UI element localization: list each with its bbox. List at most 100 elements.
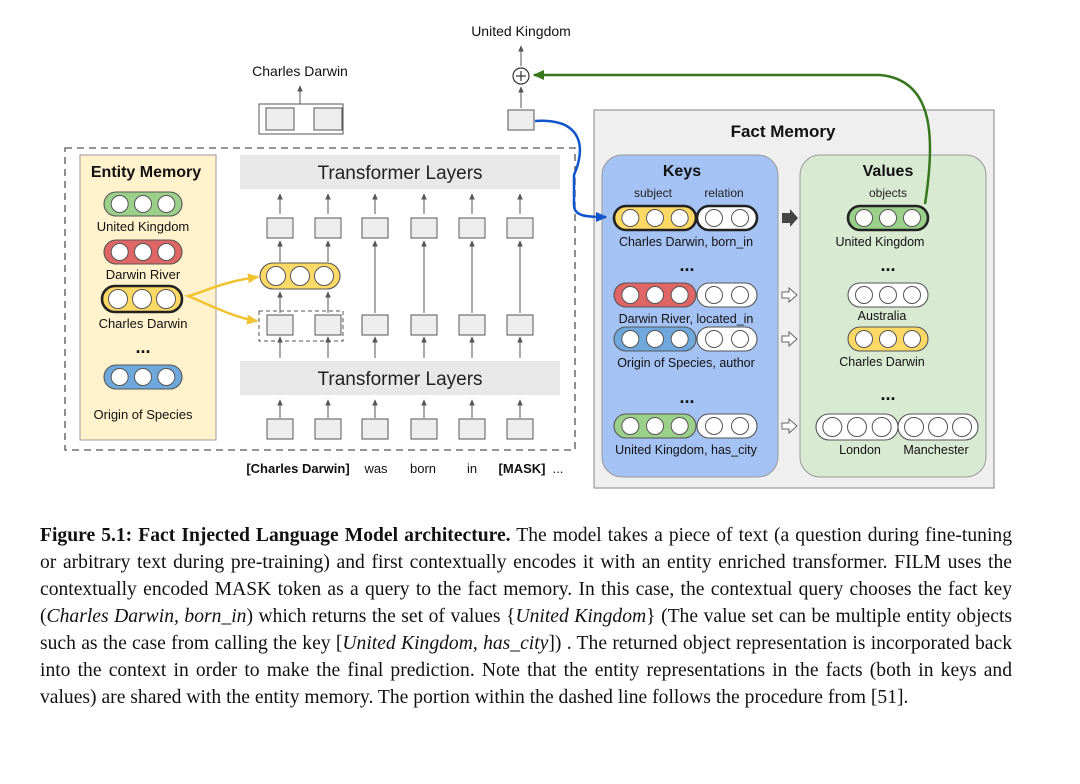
- value-pill-manchester-circle: [952, 417, 972, 437]
- entity-pill-united-kingdom: [103, 191, 183, 217]
- key-subject-pill-circle: [621, 209, 640, 227]
- transformer-layers-bottom: [240, 361, 560, 395]
- key-relation-pill-circle: [705, 209, 723, 227]
- top-output-label: United Kingdom: [471, 23, 571, 39]
- mid-entity-embedding-circle: [266, 266, 286, 286]
- value-pill-united-kingdom: [846, 204, 930, 232]
- entity-pill-darwin-river-circle: [157, 243, 176, 261]
- value-pill-australia: [847, 282, 929, 308]
- key-subject-pill-circle: [646, 286, 664, 304]
- upper-token-box: [506, 217, 534, 239]
- keys-relation-label: relation: [704, 186, 743, 200]
- value-pill-london-circle: [822, 417, 843, 437]
- entity-label-charles-darwin: Charles Darwin: [99, 316, 188, 331]
- key-relation-pill: [696, 413, 758, 439]
- value-pill-australia-circle: [879, 286, 897, 304]
- value-label-australia: Australia: [858, 309, 907, 323]
- entity-pill-origin-of-species-circle: [134, 368, 152, 386]
- entity-ellipsis: ...: [135, 337, 150, 357]
- darwin-output-token-1: [265, 107, 295, 131]
- values-objects-label: objects: [869, 186, 907, 200]
- key-subject-pill-circle: [670, 286, 689, 304]
- key-relation-pill: [696, 282, 758, 308]
- entity-memory-title: Entity Memory: [91, 164, 201, 181]
- key-relation-pill-circle: [731, 209, 749, 227]
- mid-token-box: [314, 314, 342, 336]
- key-subject-pill: [612, 204, 698, 232]
- caption-italic-2: United Kingdom: [515, 606, 647, 627]
- key-to-value-arrow-hollow: [781, 417, 798, 435]
- input-token-box: [458, 418, 486, 440]
- entity-label-origin-of-species: Origin of Species: [94, 407, 193, 422]
- mid-token-box: [410, 314, 438, 336]
- mid-entity-embedding-circle: [290, 266, 310, 286]
- key-label: Origin of Species, author: [617, 356, 755, 370]
- caption-text-4: ]) . The returned object representation …: [40, 633, 1012, 708]
- key-subject-pill-circle: [670, 330, 689, 348]
- key-subject-pill-circle: [621, 330, 640, 348]
- key-to-value-arrow-hollow: [781, 330, 798, 348]
- value-pill-london-circle: [871, 417, 892, 437]
- entity-span-dashed-box: [258, 310, 344, 342]
- caption-text-3: } (The value set can be multiple entity …: [40, 606, 1013, 654]
- entity-pill-origin-of-species-circle: [157, 368, 176, 386]
- entity-label-united-kingdom: United Kingdom: [97, 219, 190, 234]
- entity-pill-origin-of-species: [103, 364, 183, 390]
- entity-label-darwin-river: Darwin River: [106, 267, 181, 282]
- value-pill-manchester-circle: [904, 417, 924, 437]
- key-subject-pill: [613, 282, 697, 308]
- entity-pill-united-kingdom-circle: [157, 195, 176, 213]
- transformer-bottom-label: Transformer Layers: [317, 369, 482, 390]
- upper-token-box: [410, 217, 438, 239]
- key-relation-pill-circle: [705, 330, 723, 348]
- value-pill-london-circle: [847, 417, 867, 437]
- mask-output-token: [507, 109, 535, 131]
- key-relation-pill-circle: [731, 286, 749, 304]
- key-relation-pill-circle: [705, 417, 723, 435]
- entity-pill-darwin-river-circle: [110, 243, 129, 261]
- key-to-value-arrow-solid: [782, 209, 798, 227]
- fact-memory-title: Fact Memory: [731, 122, 836, 141]
- value-pill-united-kingdom-circle: [903, 209, 921, 227]
- value-pill-manchester: [897, 413, 979, 441]
- keys-subject-label: subject: [634, 186, 673, 200]
- mid-entity-embedding-circle: [314, 266, 334, 286]
- dashed-region: [64, 147, 576, 451]
- key-subject-pill-circle: [646, 209, 664, 227]
- value-pill-united-kingdom-circle: [855, 209, 873, 227]
- value-pill-charles-darwin-circle: [855, 330, 873, 348]
- input-token-label: was: [363, 461, 388, 476]
- value-pill-charles-darwin: [847, 326, 929, 352]
- value-pill-charles-darwin-circle: [879, 330, 897, 348]
- values-panel: [799, 154, 987, 478]
- values-title: Values: [863, 163, 914, 180]
- key-label: Darwin River, located_in: [619, 312, 754, 326]
- caption-label: Figure 5.1:: [40, 525, 133, 546]
- key-subject-pill: [613, 413, 697, 439]
- key-subject-pill-circle: [670, 417, 689, 435]
- key-relation-pill-circle: [731, 417, 749, 435]
- upper-token-box: [458, 217, 486, 239]
- transformer-layers-top: [240, 155, 560, 189]
- key-to-value-arrow-hollow: [781, 286, 798, 304]
- key-subject-pill-circle: [646, 417, 664, 435]
- green-arrow-value-to-plus: [532, 70, 932, 205]
- key-relation-pill-circle: [731, 330, 749, 348]
- key-relation-pill: [696, 326, 758, 352]
- blue-arrow-query-to-key: [534, 119, 608, 222]
- input-token-label: [Charles Darwin]: [246, 461, 349, 476]
- entity-pill-darwin-river: [103, 239, 183, 265]
- value-pill-london: [815, 413, 899, 441]
- value-label-london: London: [839, 443, 881, 457]
- entity-pill-charles-darwin: [100, 284, 184, 314]
- entity-pill-united-kingdom-circle: [110, 195, 129, 213]
- input-token-box: [314, 418, 342, 440]
- entity-pill-charles-darwin-circle: [132, 289, 152, 309]
- keys-panel: [601, 154, 779, 478]
- mid-token-box: [458, 314, 486, 336]
- figure-caption: Figure 5.1: Fact Injected Language Model…: [40, 522, 1012, 711]
- input-token-label: [MASK]: [499, 461, 546, 476]
- caption-italic-3: United Kingdom, has_city: [342, 633, 549, 654]
- transformer-top-label: Transformer Layers: [317, 163, 482, 184]
